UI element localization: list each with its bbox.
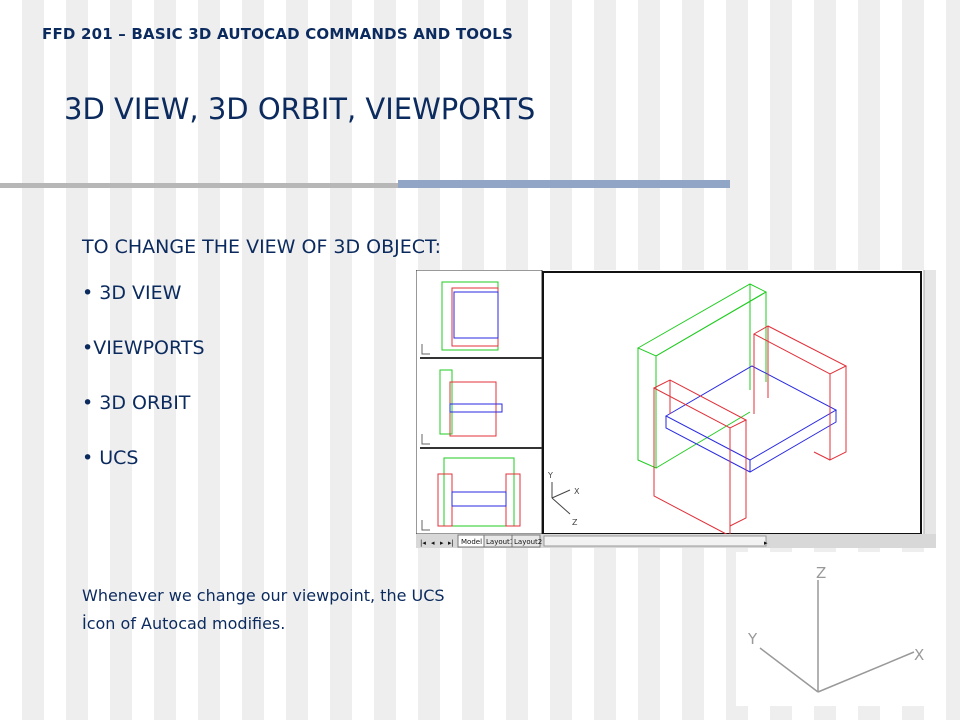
isometric-chair bbox=[636, 283, 848, 537]
viewport-top-drawing bbox=[421, 281, 499, 355]
tab-layout2[interactable] bbox=[511, 534, 541, 548]
ucs-large-label-z: Z bbox=[816, 564, 826, 582]
first-tab-arrow-icon[interactable]: |◂ bbox=[420, 539, 426, 547]
autocad-drawing: Y X Z |◂ ◂ ▸ ▸| Model Layout1 Layout2 ▸ bbox=[415, 269, 936, 548]
tab-layout2-label: Layout2 bbox=[514, 538, 542, 546]
paragraph-line: Whenever we change our viewpoint, the UC… bbox=[82, 586, 445, 605]
ucs-large-label-x: X bbox=[914, 646, 924, 664]
tab-nav-arrows[interactable]: |◂ ◂ ▸ ▸| bbox=[420, 539, 454, 547]
explanation-paragraph: Whenever we change our viewpoint, the UC… bbox=[82, 582, 602, 638]
prev-tab-arrow-icon[interactable]: ◂ bbox=[431, 539, 435, 547]
course-title: FFD 201 – BASIC 3D AUTOCAD COMMANDS AND … bbox=[42, 25, 513, 43]
ucs-label-y: Y bbox=[547, 471, 553, 480]
autocad-viewports-screenshot: Y X Z |◂ ◂ ▸ ▸| Model Layout1 Layout2 ▸ bbox=[415, 269, 936, 548]
bullet-viewports: •VIEWPORTS bbox=[82, 337, 205, 359]
ucs-label-z: Z bbox=[572, 518, 578, 527]
bullet-3d-orbit: • 3D ORBIT bbox=[82, 392, 191, 414]
ucs-axis-x bbox=[817, 651, 915, 693]
paragraph-line: İcon of Autocad modifies. bbox=[82, 614, 286, 633]
ucs-icon-large: Z Y X bbox=[747, 564, 924, 693]
divider-accent bbox=[398, 180, 730, 188]
tab-model-label: Model bbox=[461, 538, 482, 546]
next-tab-arrow-icon[interactable]: ▸ bbox=[440, 539, 444, 547]
bullet-ucs: • UCS bbox=[82, 447, 139, 469]
tab-layout1-label: Layout1 bbox=[486, 538, 514, 546]
content-block: TO CHANGE THE VIEW OF 3D OBJECT: • 3D VI… bbox=[82, 236, 441, 502]
ucs-icon-small: Y X Z bbox=[547, 471, 580, 527]
left-viewport-column bbox=[415, 269, 543, 535]
ucs-label-x: X bbox=[574, 487, 580, 496]
vertical-scrollbar[interactable] bbox=[924, 270, 936, 534]
bullet-list: • 3D VIEW •VIEWPORTS • 3D ORBIT • UCS bbox=[82, 282, 441, 469]
ucs-large-label-y: Y bbox=[747, 630, 758, 648]
viewport-bottom-drawing bbox=[421, 457, 521, 531]
ucs-axis-y bbox=[759, 647, 819, 693]
main-viewport[interactable] bbox=[542, 271, 922, 535]
ucs-icon-panel: Z Y X bbox=[736, 552, 928, 706]
horizontal-scrollbar[interactable] bbox=[543, 535, 767, 547]
last-tab-arrow-icon[interactable]: ▸| bbox=[448, 539, 454, 547]
bullet-3d-view: • 3D VIEW bbox=[82, 282, 182, 304]
scroll-right-arrow-icon[interactable]: ▸ bbox=[764, 539, 768, 547]
slide-title: 3D VIEW, 3D ORBIT, VIEWPORTS bbox=[64, 92, 536, 126]
divider-gray bbox=[0, 183, 398, 188]
content-heading: TO CHANGE THE VIEW OF 3D OBJECT: bbox=[82, 236, 441, 258]
viewport-middle-drawing bbox=[421, 369, 503, 445]
